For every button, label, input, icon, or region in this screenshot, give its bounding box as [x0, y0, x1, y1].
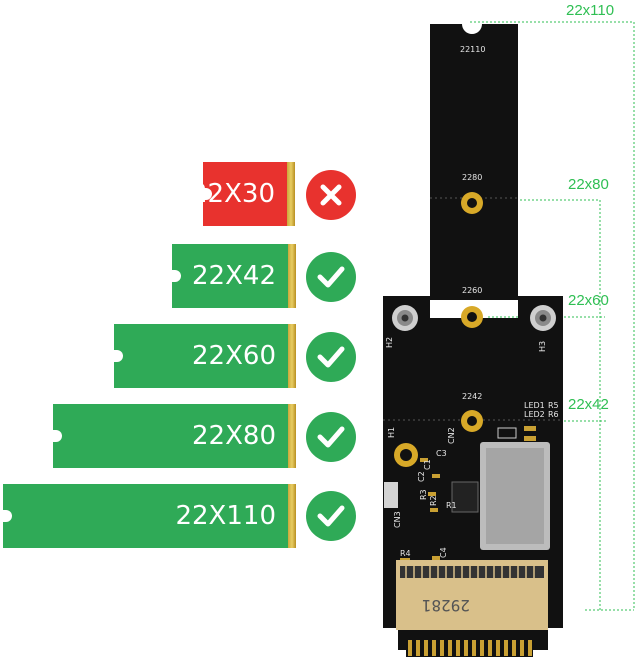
ic-chip — [451, 481, 479, 513]
dimension-label-22x60: 22x60 — [568, 292, 609, 309]
silk-c3: C3 — [436, 449, 447, 458]
check-icon — [317, 266, 345, 288]
gold-contacts — [288, 484, 296, 548]
edge-contacts — [408, 640, 532, 656]
silk-h2: H2 — [385, 337, 394, 348]
card-label: 22X80 — [192, 421, 276, 451]
silk-c2: C2 — [417, 471, 426, 482]
dimension-label-22x110: 22x110 — [566, 2, 615, 19]
silk-h3: H3 — [538, 341, 547, 352]
card-22x60: 22X60 — [113, 324, 296, 388]
card-notch — [171, 270, 181, 282]
card-22x80: 22X80 — [52, 404, 296, 468]
card-notch — [202, 188, 212, 200]
silk-c1: C1 — [423, 459, 432, 470]
silk-led2: LED2 — [524, 410, 545, 419]
dimension-label-22x42: 22x42 — [568, 396, 609, 413]
card-label: 22X110 — [175, 501, 276, 531]
x-icon — [320, 184, 342, 206]
check-icon — [317, 346, 345, 368]
mount-pads — [394, 192, 483, 467]
board-extension — [430, 24, 518, 300]
card-label: 22X60 — [192, 341, 276, 371]
gold-contacts — [288, 324, 296, 388]
silk-r6: R6 — [548, 410, 559, 419]
dimension-lines — [470, 21, 635, 611]
mount-label-2260: 2260 — [462, 286, 482, 295]
status-badge-22x110 — [306, 491, 356, 541]
card-22x110: 22X110 — [2, 484, 296, 548]
silk-r5: R5 — [548, 401, 559, 410]
card-22x42: 22X42 — [171, 244, 296, 308]
silk-r3: R3 — [419, 489, 428, 500]
mount-label-22110: 22110 — [460, 45, 485, 54]
gold-contacts — [287, 162, 295, 226]
silk-led1: LED1 — [524, 401, 545, 410]
standoffs — [392, 305, 556, 331]
silk-c4: C4 — [439, 547, 448, 558]
mount-label-2242: 2242 — [462, 392, 482, 401]
check-icon — [317, 426, 345, 448]
connector-label: 29281 — [422, 596, 470, 615]
led-icon — [497, 427, 517, 439]
silk-cn3: CN3 — [393, 511, 402, 528]
status-badge-22x60 — [306, 332, 356, 382]
card-label: 22X30 — [191, 179, 275, 209]
card-notch — [52, 430, 62, 442]
silk-h1: H1 — [387, 427, 396, 438]
status-badge-22x30 — [306, 170, 356, 220]
silk-r1: R1 — [446, 501, 457, 510]
gold-contacts — [288, 404, 296, 468]
card-label: 22X42 — [192, 261, 276, 291]
check-icon — [317, 505, 345, 527]
silk-r4: R4 — [400, 549, 411, 558]
status-badge-22x42 — [306, 252, 356, 302]
silk-r2: R2 — [429, 495, 438, 506]
silk-cn2: CN2 — [447, 427, 456, 444]
card-notch — [2, 510, 12, 522]
gold-contacts — [288, 244, 296, 308]
dimension-label-22x80: 22x80 — [568, 176, 609, 193]
mount-label-2280: 2280 — [462, 173, 482, 182]
card-notch — [113, 350, 123, 362]
card-22x30: 22X30 — [191, 162, 295, 226]
status-badge-22x80 — [306, 412, 356, 462]
